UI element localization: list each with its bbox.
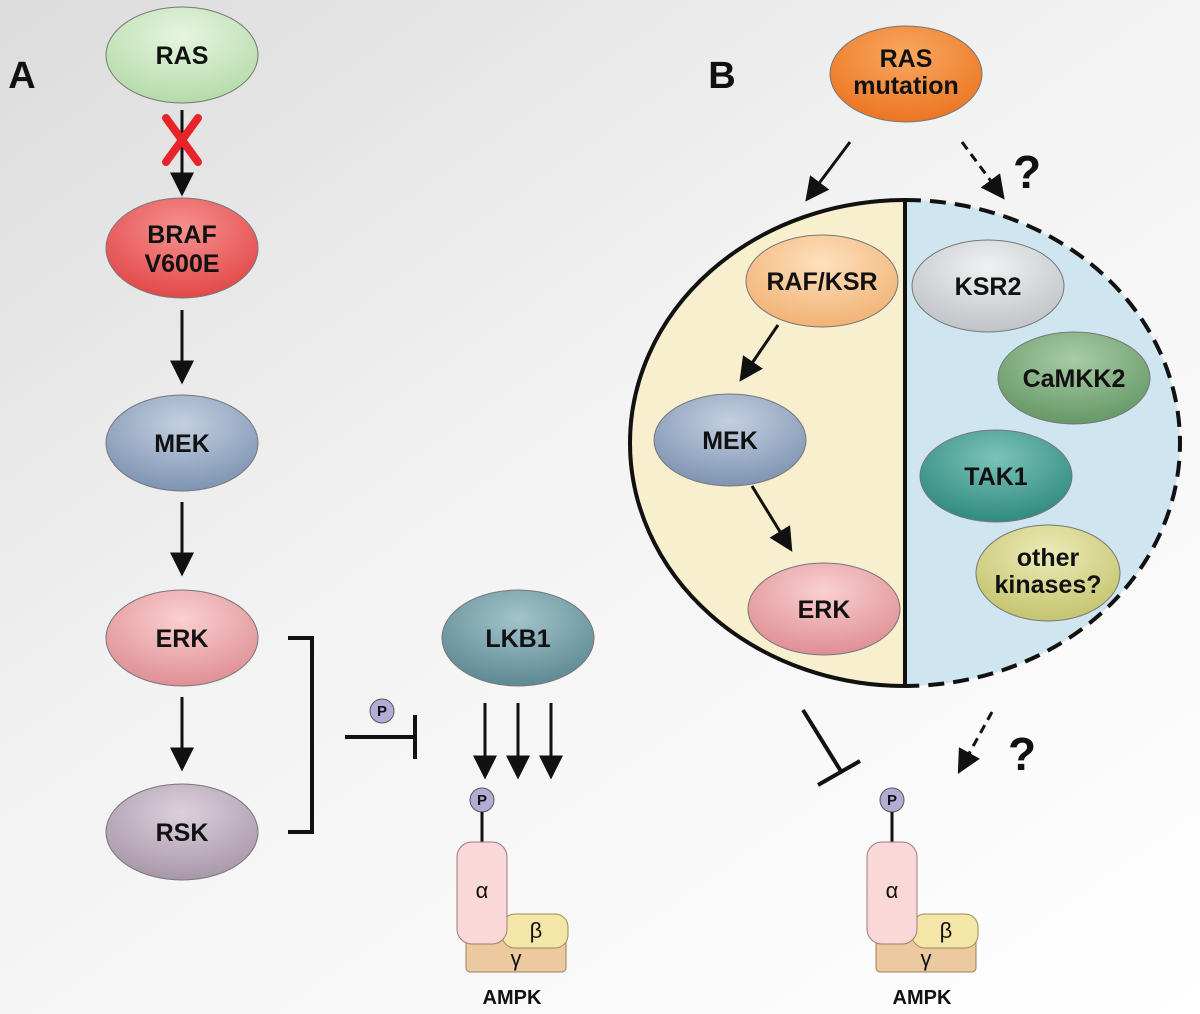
ampk-complex-b: P α β γ AMPK (866, 787, 979, 1009)
ampk-a-beta-label: β (530, 918, 543, 943)
braf-node (105, 197, 259, 299)
question-mark-top: ? (1013, 146, 1041, 198)
ras-node (105, 6, 259, 104)
camkk2-node (997, 331, 1151, 425)
ampk-b-alpha-label: α (886, 878, 899, 903)
erk-inhibition-line (801, 708, 844, 775)
panel-b-letter: B (708, 55, 735, 97)
ampk-b-gamma-label: γ (921, 946, 932, 971)
other-kinases-label-line2: kinases? (994, 571, 1101, 599)
ras-label: RAS (156, 42, 209, 70)
other-kinases-node (975, 524, 1121, 622)
ampk-a-gamma-label: γ (511, 946, 522, 971)
ras-mutation-label-line1: RAS (880, 45, 933, 73)
ras-to-raf-arrow (805, 141, 852, 202)
erk-rsk-bracket (288, 636, 314, 834)
alt-kinases-to-ampk-arrow (957, 711, 994, 774)
ras-to-alt-kinases-arrow (960, 141, 1005, 200)
rsk-label: RSK (156, 819, 209, 847)
question-mark-bottom: ? (1008, 728, 1036, 780)
ampk-a-phospho-label: P (477, 792, 487, 809)
ras-mutation-node (829, 25, 983, 123)
ras-mutation-label-line2: mutation (853, 72, 959, 100)
tak1-node (919, 429, 1073, 523)
camkk2-label: CaMKK2 (1023, 365, 1126, 393)
blocked-x-icon (162, 114, 202, 166)
ampk-b-phospho-label: P (887, 792, 897, 809)
ksr2-label: KSR2 (955, 273, 1022, 301)
mek-node (105, 394, 259, 492)
lkb1-node (441, 589, 595, 687)
mek-to-erk-arrow-b (750, 485, 793, 552)
lkb1-label: LKB1 (485, 625, 550, 653)
raf-ksr-node (745, 234, 899, 328)
panel-a-letter: A (8, 55, 35, 97)
ampk-a-label: AMPK (483, 987, 542, 1009)
mek-node-b (653, 393, 807, 487)
ampk-b-alpha (866, 841, 918, 945)
tak1-label: TAK1 (964, 463, 1028, 491)
rsk-node (105, 783, 259, 881)
erk-label: ERK (156, 625, 209, 653)
ampk-complex-a: P α β γ AMPK (456, 787, 569, 1009)
braf-label-line1: BRAF (147, 221, 216, 249)
raf-ksr-label: RAF/KSR (766, 268, 877, 296)
ampk-a-alpha-label: α (476, 878, 489, 903)
erk-node-b (747, 562, 901, 656)
raf-to-mek-arrow (739, 324, 780, 382)
ampk-b-beta-label: β (940, 918, 953, 943)
mek-label-b: MEK (702, 427, 758, 455)
phospho-label: P (377, 703, 387, 720)
braf-label-line2: V600E (144, 250, 219, 278)
right-half-outline (904, 198, 1182, 688)
mek-label: MEK (154, 430, 210, 458)
left-half-outline (628, 198, 906, 688)
ampk-b-label: AMPK (893, 987, 952, 1009)
erk-node (105, 589, 259, 687)
other-kinases-label-line1: other (1017, 544, 1080, 572)
ampk-a-alpha (456, 841, 508, 945)
erk-inhibition-bar (817, 759, 861, 787)
erk-label-b: ERK (798, 596, 851, 624)
ksr2-node (911, 239, 1065, 333)
phospho-icon (369, 698, 395, 724)
